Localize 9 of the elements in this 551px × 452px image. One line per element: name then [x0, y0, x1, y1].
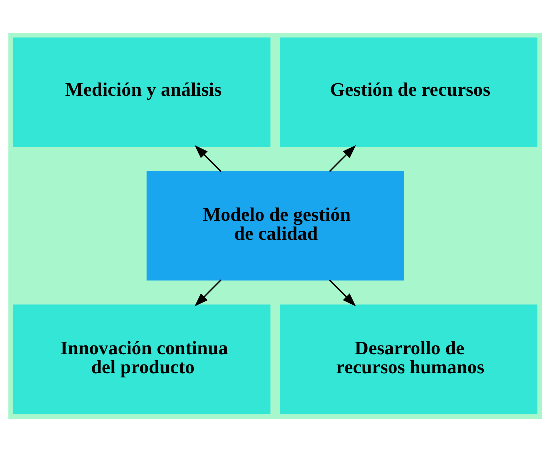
node-box: Innovación continua del producto	[13, 304, 271, 414]
arrow	[329, 145, 356, 172]
arrow	[194, 145, 222, 172]
node-box: Desarrollo de recursos humanos	[280, 304, 538, 414]
arrow	[194, 280, 222, 307]
node-box: Modelo de gestión de calidad	[146, 171, 404, 281]
node-box: Gestión de recursos	[280, 38, 538, 148]
arrow	[329, 280, 356, 307]
node-box: Medición y análisis	[13, 38, 271, 148]
